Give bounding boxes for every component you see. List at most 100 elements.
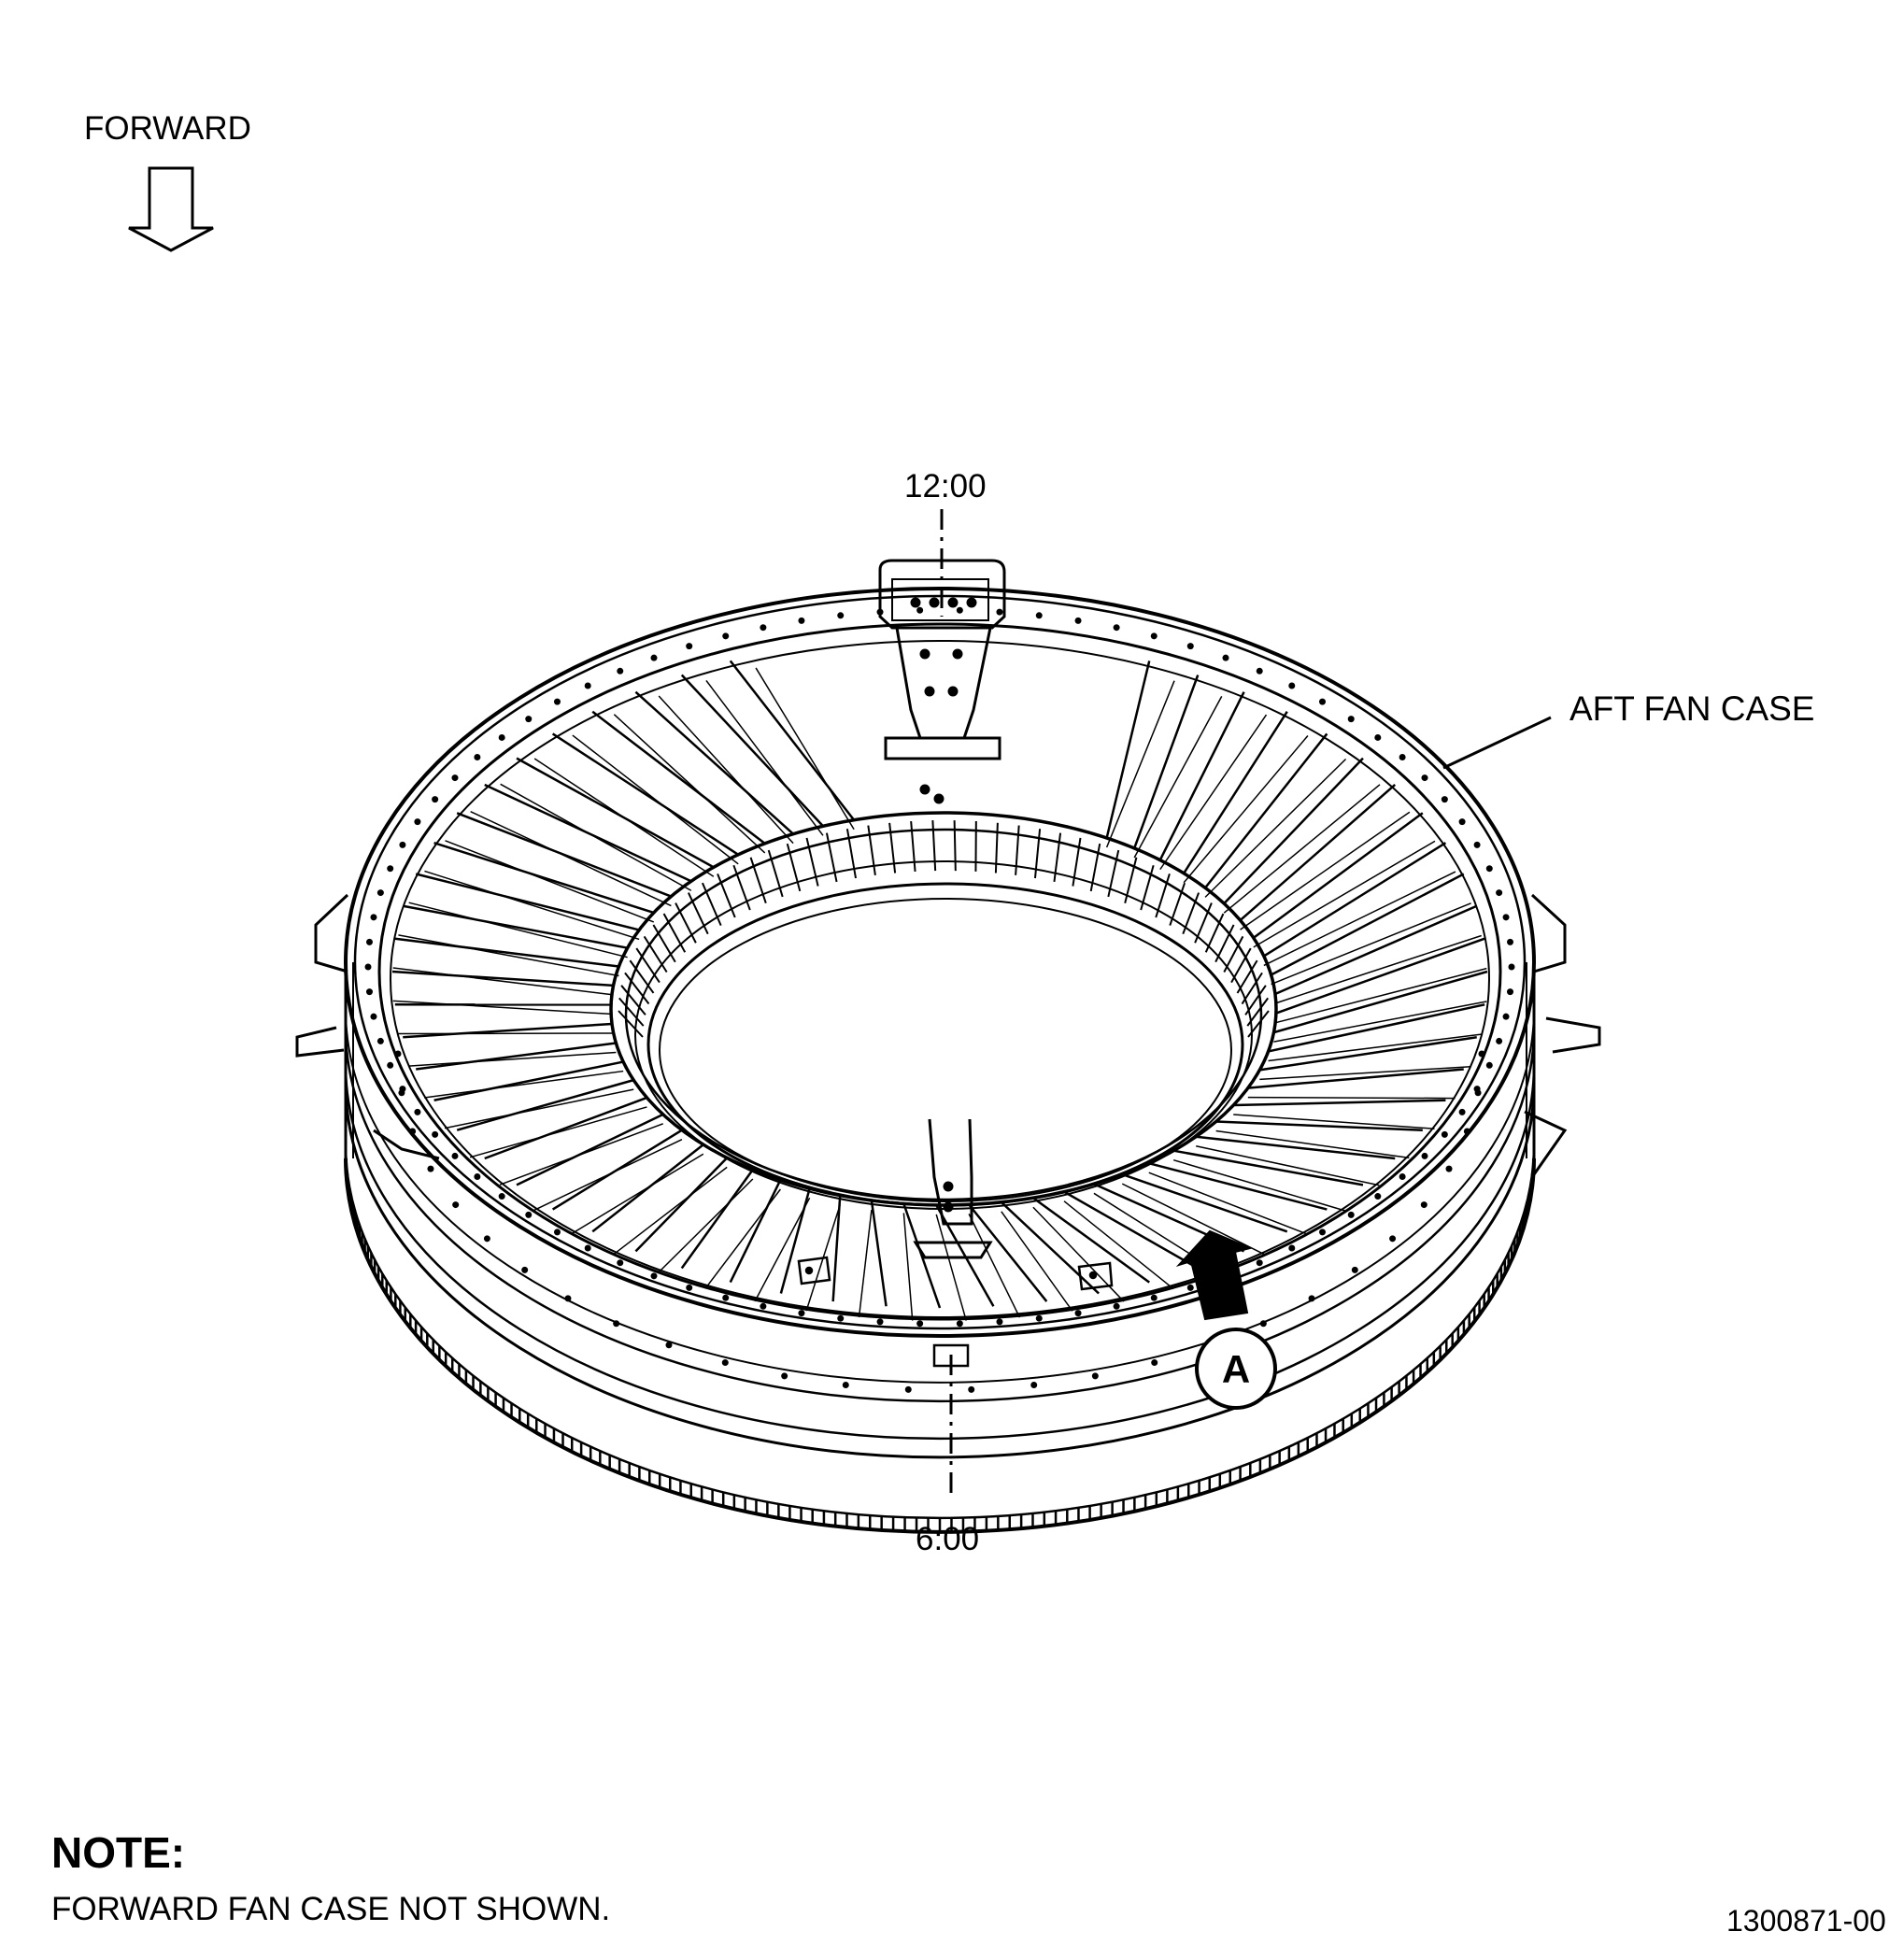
inner-slot <box>1053 832 1062 883</box>
stator-vane-edge <box>1273 1001 1487 1043</box>
stator-vane-edge <box>613 714 766 854</box>
side-brackets <box>295 893 1601 1178</box>
clock-centerline <box>940 509 953 1495</box>
stator-vane <box>680 674 824 828</box>
stator-vane <box>1273 970 1488 1034</box>
band-bolt-hole <box>1478 1050 1485 1058</box>
stator-vane <box>433 1060 624 1101</box>
bolt-hole <box>1347 1211 1355 1218</box>
inner-slot <box>994 822 999 873</box>
bolt-hole <box>414 818 421 826</box>
stator-vane-edge <box>1275 967 1487 1024</box>
stator-vane <box>1121 1172 1288 1233</box>
stator-vane-edge <box>408 1051 617 1067</box>
stator-vane <box>779 1187 811 1294</box>
band-bolt-hole <box>721 1359 729 1367</box>
bolt-hole <box>1485 1061 1493 1069</box>
stator-vane-edge <box>1259 1066 1471 1081</box>
bolt-hole <box>370 1013 377 1020</box>
stator-vane-edge <box>1196 1145 1380 1186</box>
bolt-hole <box>1256 1259 1263 1267</box>
stator-vane-edge <box>1233 1114 1435 1129</box>
band-bolt-hole <box>1420 1201 1427 1209</box>
stator-vane-edge <box>1121 1183 1266 1257</box>
bolt-hole <box>1507 988 1514 996</box>
band-bolt-hole <box>452 1201 460 1209</box>
bottom-mount-bracket <box>913 1118 993 1368</box>
inner-slot <box>767 849 784 898</box>
stator-vane <box>1275 937 1485 1015</box>
inner-slot <box>1244 985 1267 1016</box>
stator-vane <box>1223 757 1364 905</box>
stator-vane <box>516 1113 664 1186</box>
stator-vane-edge <box>1240 811 1411 930</box>
bolt-hole <box>722 632 730 640</box>
bolt-hole <box>414 1108 421 1115</box>
bolt-hole <box>1374 1193 1382 1200</box>
stator-vane <box>1172 1149 1364 1186</box>
band-bolt-hole <box>781 1372 788 1380</box>
bolt-hole <box>686 643 693 650</box>
band-bolt-hole <box>1445 1165 1453 1172</box>
outer-wall <box>344 962 1536 1158</box>
band-bolt-hole <box>521 1266 529 1273</box>
flange-teeth <box>344 1144 1536 1532</box>
stator-vane-edge <box>755 667 855 831</box>
stator-vane-edge <box>424 870 640 941</box>
stator-vane <box>484 1096 647 1160</box>
inner-slot <box>1241 972 1263 1005</box>
bolt-hole <box>722 1294 730 1301</box>
stator-vane <box>870 1200 888 1307</box>
band-bolt-hole <box>665 1342 673 1349</box>
bolt-hole <box>1441 796 1448 803</box>
stator-vane-edge <box>754 1197 811 1302</box>
stator-vane-edge <box>1204 758 1347 898</box>
inner-ring-slots <box>618 820 1270 1038</box>
inner-ring <box>609 811 1278 1210</box>
stator-vane-edge <box>533 758 715 877</box>
stator-vane <box>729 1179 782 1284</box>
inner-slot <box>624 972 650 1005</box>
stator-vane-edge <box>571 1153 704 1235</box>
bolt-hole <box>956 606 963 614</box>
stator-vane-edge <box>658 695 794 845</box>
inner-slot <box>1124 857 1138 903</box>
band-bolt-hole <box>1091 1372 1099 1380</box>
bolt-hole <box>498 1193 505 1200</box>
stator-vane-edge <box>444 1088 634 1129</box>
bolt-hole <box>760 1302 767 1310</box>
stator-vane <box>1274 904 1478 996</box>
bolt-hole <box>1496 1037 1503 1044</box>
stator-vane <box>1148 1161 1328 1211</box>
stator-vane-edge <box>1268 1033 1482 1062</box>
bolt-hole <box>1508 963 1515 971</box>
bolt-hole <box>474 753 481 760</box>
stator-vane-edge <box>1148 1172 1308 1235</box>
band-bolt-hole <box>1351 1266 1358 1273</box>
stator-vane <box>415 873 640 931</box>
bolt-hole <box>1399 753 1406 760</box>
stator-vane <box>1158 691 1245 861</box>
stator-vane-edge <box>968 1214 1021 1318</box>
band-bolt-hole <box>398 1089 405 1097</box>
bolt-hole <box>996 608 1003 616</box>
stator-vane <box>680 1169 754 1270</box>
band-bolt-hole <box>842 1382 849 1389</box>
bolt-hole <box>1186 643 1194 650</box>
band-bolt-hole <box>1030 1382 1038 1389</box>
stator-vane <box>394 937 619 968</box>
bolt-hole <box>1319 1229 1327 1236</box>
bolt-hole <box>553 1229 561 1236</box>
stator-vane-edge <box>470 810 672 907</box>
bolt-hole <box>617 1259 624 1267</box>
bolt-hole <box>376 1037 384 1044</box>
band-bolt-hole <box>409 1128 417 1135</box>
stator-vane <box>516 757 715 869</box>
stator-vane <box>456 1078 634 1131</box>
band-bolt-hole <box>483 1235 490 1243</box>
bolt-hole <box>1035 1314 1043 1322</box>
bolt-hole <box>956 1320 963 1328</box>
inner-slot <box>1015 825 1020 875</box>
inner-slot <box>701 882 722 926</box>
bolt-hole <box>1150 632 1158 640</box>
